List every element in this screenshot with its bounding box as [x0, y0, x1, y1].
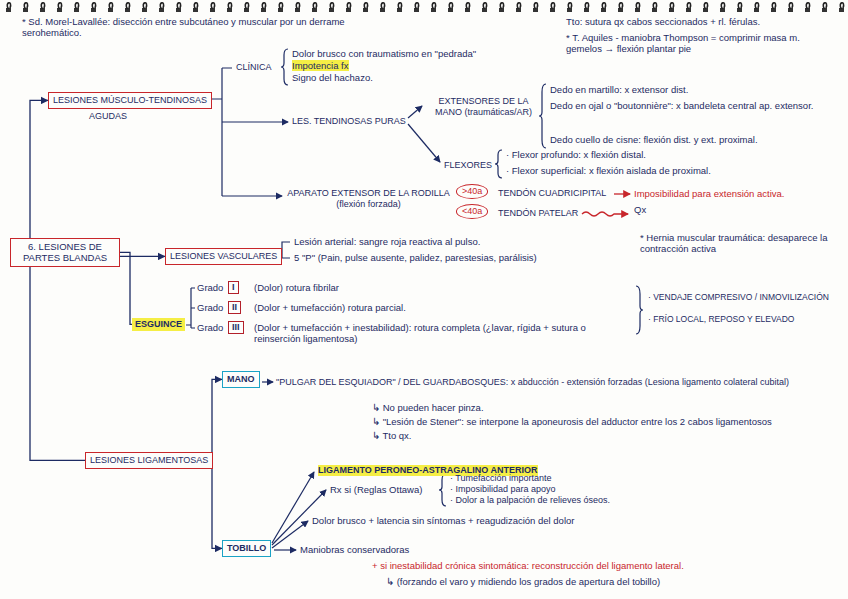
note-text: Dolor brusco + latencia sin síntomas + r…: [312, 515, 574, 526]
branch-connector: [212, 469, 222, 549]
node-label: LESIONES LIGAMENTOSAS: [90, 455, 208, 466]
note-text: Rx si (Reglas Ottawa): [330, 484, 422, 495]
note-text: ↳ No pueden hacer pinza.: [372, 402, 484, 413]
note-text: Maniobras conservadoras: [300, 544, 409, 555]
branch-connector: [120, 252, 132, 324]
branch-arrow: [408, 124, 440, 162]
branch-arrow: [408, 106, 422, 118]
note-text: CLÍNICA: [236, 62, 272, 73]
branch-line: [150, 68, 232, 196]
note-text: * Hernia muscular traumática: desaparece…: [640, 232, 835, 255]
branch-connector: [30, 100, 48, 238]
node-label: TOBILLO: [227, 543, 266, 554]
node-label: >40a: [462, 186, 482, 197]
branch-lines: [150, 49, 643, 550]
region-box: MANO: [222, 371, 260, 388]
node-label: <40a: [462, 206, 482, 217]
note-text: Signo del hachazo.: [292, 72, 373, 83]
note-text: ↳ Tto qx.: [372, 430, 412, 441]
note-text: EXTENSORES DE LA MANO (traumáticas/AR): [426, 96, 541, 118]
note-text: Dedo en ojal o "boutonnière": x bandelet…: [550, 100, 830, 111]
branch-arrow: [272, 521, 308, 548]
note-text: Grado: [197, 302, 223, 313]
note-text: Dedo en martillo: x extensor dist.: [550, 84, 688, 95]
note-text: TENDÓN PATELAR: [498, 208, 578, 219]
note-text: Lesión arterial: sangre roja reactiva al…: [294, 236, 480, 247]
grade-box: II: [228, 301, 241, 314]
category-box: LESIONES VASCULARES: [165, 248, 282, 265]
root-box: 6. LESIONES DE PARTES BLANDAS: [10, 238, 120, 267]
note-text: TENDÓN CUADRICIPITAL: [498, 188, 606, 199]
note-text: · FRÍO LOCAL, REPOSO Y ELEVADO: [648, 314, 794, 324]
note-text: Dedo cuello de cisne: flexión dist. y ex…: [550, 134, 758, 145]
note-text: · Tumefacción importante: [450, 473, 552, 484]
note-text: APARATO EXTENSOR DE LA RODILLA (flexión …: [286, 188, 451, 210]
note-text: Grado: [197, 282, 223, 293]
note-text: 5 "P" (Pain, pulse ausente, palidez, par…: [294, 252, 537, 263]
curly-brace: [439, 474, 446, 506]
curly-brace: [495, 150, 502, 178]
result-arrow: [582, 212, 628, 216]
note-text: (Dolor) rotura fibrilar: [254, 282, 339, 293]
grade-box: III: [228, 321, 244, 334]
note-text: (Dolor + tumefacción) rotura parcial.: [254, 302, 406, 313]
grade-box: I: [228, 281, 239, 294]
node-label: MANO: [227, 374, 255, 385]
result-arrow: [614, 193, 630, 194]
curly-brace: [539, 84, 546, 148]
node-subheading: AGUDAS: [89, 111, 127, 122]
node-label: ESGUINCE: [135, 319, 182, 330]
note-text: · Flexor superficial: x flexión aislada …: [506, 165, 711, 176]
note-text: + si inestabilidad crónica sintomática: …: [372, 560, 684, 571]
note-text: (Dolor + tumefacción + inestabilidad): r…: [254, 322, 629, 345]
highlight-box: ESGUINCE: [132, 318, 185, 331]
region-box: TOBILLO: [222, 540, 271, 557]
note-text: · VENDAJE COMPRESIVO / INMOVILIZACIÓN: [648, 292, 843, 302]
note-text: Impotencia fx: [292, 60, 349, 71]
branch-connector: [212, 379, 222, 452]
note-text: * T. Aquiles - maniobra Thompson = compr…: [566, 32, 836, 55]
note-text: ↳ "Lesión de Stener": se interpone la ap…: [372, 416, 772, 427]
branch-arrow: [274, 549, 296, 550]
note-text: Qx: [634, 204, 646, 215]
note-text: Imposibilidad para extensión activa.: [634, 188, 785, 199]
curly-brace: [636, 286, 643, 334]
node-label: LESIONES VASCULARES: [170, 251, 277, 262]
spiral-binding: [0, 0, 848, 13]
note-text: FLEXORES: [444, 160, 492, 171]
note-text: LES. TENDINOSAS PURAS: [292, 116, 406, 127]
note-text: · Dolor a la palpación de relieves óseos…: [450, 495, 610, 506]
note-text: "PULGAR DEL ESQUIADOR" / DEL GUARDABOSQU…: [276, 377, 836, 388]
curly-brace: [281, 49, 288, 85]
branch-arrow: [262, 381, 273, 382]
age-circle: >40a: [456, 184, 488, 199]
note-text: · Flexor profundo: x flexión distal.: [506, 149, 646, 160]
note-text: ↳ (forzando el varo y midiendo los grado…: [386, 576, 660, 587]
category-box: LESIONES MÚSCULO-TENDINOSASAGUDAS: [48, 92, 212, 109]
branch-arrow: [222, 195, 282, 196]
node-label: III: [232, 322, 240, 333]
branch-connector: [30, 267, 85, 461]
note-text: Grado: [197, 322, 223, 333]
branch-connector: [120, 256, 165, 257]
note-text: Tto: sutura qx cabos seccionados + rl. f…: [566, 16, 760, 27]
node-label: I: [232, 282, 235, 293]
node-label: LESIONES MÚSCULO-TENDINOSAS: [53, 95, 207, 106]
note-text: * Sd. Morel-Lavallée: disección entre su…: [22, 16, 352, 39]
note-text: Dolor brusco con traumatismo en "pedrada…: [292, 48, 476, 59]
node-label: 6. LESIONES DE PARTES BLANDAS: [15, 241, 115, 264]
category-box: LESIONES LIGAMENTOSAS: [85, 452, 213, 469]
bracket: [186, 288, 195, 328]
branch-arrow: [222, 121, 288, 122]
note-text: · Imposibilidad para apoyo: [450, 484, 556, 495]
age-circle: <40a: [456, 204, 488, 219]
node-label: II: [232, 302, 237, 313]
